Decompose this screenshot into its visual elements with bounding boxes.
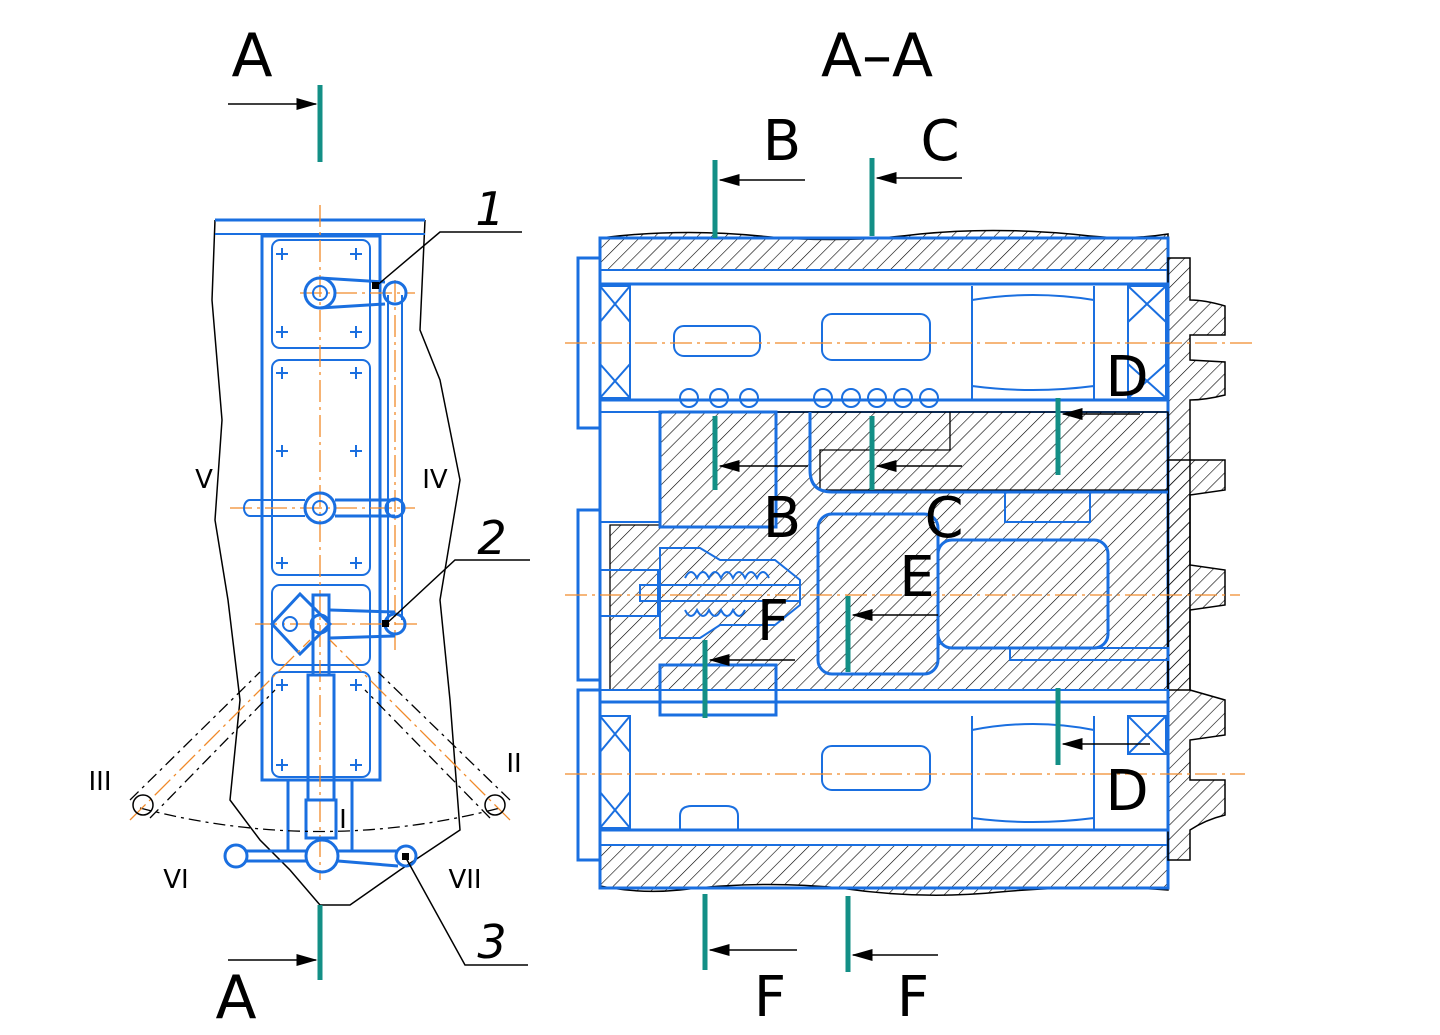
label-f-bottom-left: F [754,965,786,1030]
position-v: V [195,465,213,495]
label-c-top: C [920,109,959,174]
label-d-bottom: D [1105,759,1148,824]
section-view [565,158,1255,972]
position-iii: III [88,767,111,797]
position-i: I [339,805,347,835]
label-a-top: A [231,21,272,91]
label-b-mid: B [763,486,801,551]
label-b-top: B [763,109,801,174]
side-view [129,85,530,980]
callout-3: 3 [477,915,506,969]
position-ii: II [506,749,521,779]
label-c-mid: C [924,486,963,551]
callout-1: 1 [475,182,504,236]
position-iv: IV [422,465,448,495]
label-f-mid: F [757,589,789,654]
position-vi: VI [163,865,188,895]
fastener-marks [276,248,362,771]
label-a-bottom: A [215,963,256,1033]
section-title: A–A [821,21,933,91]
label-d-top: D [1105,345,1148,410]
label-e: E [899,545,934,610]
position-vii: VII [448,865,481,895]
label-f-bottom-right: F [897,965,929,1030]
labels: A A A–A B C B C D D E F F F 1 2 3 I II I… [88,21,1148,1033]
top-wall [599,229,1169,271]
callout-2: 2 [477,511,506,565]
